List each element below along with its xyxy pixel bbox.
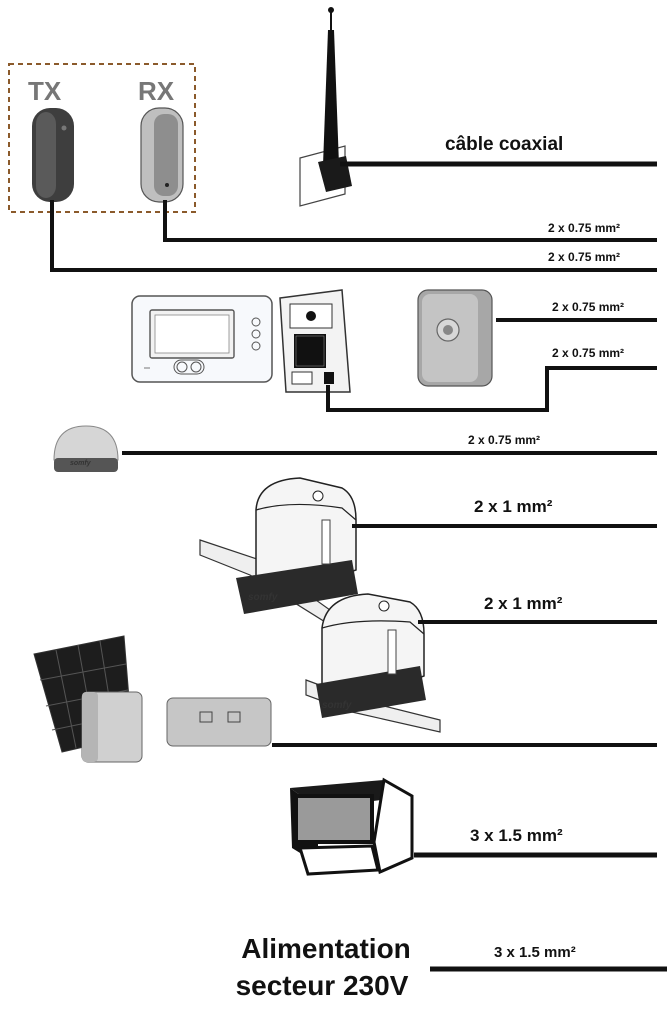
tx-label: TX bbox=[28, 76, 62, 106]
antenna bbox=[299, 7, 352, 207]
brand-logo-motor-2: somfy bbox=[322, 700, 352, 711]
motor-1-cable-label: 2 x 1 mm² bbox=[474, 497, 553, 516]
interphone-outdoor-station bbox=[279, 289, 351, 393]
brand-logo-motor-1: somfy bbox=[248, 592, 278, 603]
interphone-cable-label: 2 x 0.75 mm² bbox=[552, 346, 625, 360]
exterior-light bbox=[290, 777, 414, 876]
photocell-frame bbox=[8, 63, 196, 213]
rx-cable-label: 2 x 0.75 mm² bbox=[548, 221, 621, 235]
lamp-cable-label: 2 x 0.75 mm² bbox=[468, 433, 541, 447]
power-label-line-2: secteur 230V bbox=[235, 970, 409, 1001]
rx-label: RX bbox=[138, 76, 175, 106]
tx-cable-line bbox=[50, 200, 657, 272]
interphone-cable-line bbox=[326, 366, 657, 412]
power-cable-label: 3 x 1.5 mm² bbox=[494, 944, 576, 961]
camera-cable-label: 2 x 0.75 mm² bbox=[552, 300, 625, 314]
interphone-monitor bbox=[131, 295, 273, 383]
light-cable-label: 3 x 1.5 mm² bbox=[470, 826, 563, 845]
power-label-line-1: Alimentation bbox=[241, 933, 411, 964]
tx-photocell bbox=[32, 108, 74, 202]
flashing-lamp bbox=[53, 425, 119, 472]
rx-cable-line bbox=[163, 200, 657, 242]
brand-logo-lamp: somfy bbox=[70, 460, 91, 467]
tx-cable-label: 2 x 0.75 mm² bbox=[548, 250, 621, 264]
camera-device bbox=[417, 289, 493, 387]
solar-battery-box bbox=[81, 691, 143, 763]
motor-2-cable-label: 2 x 1 mm² bbox=[484, 594, 563, 613]
motor-2 bbox=[305, 593, 441, 733]
coax-label: câble coaxial bbox=[445, 134, 564, 155]
rx-photocell bbox=[140, 107, 184, 203]
motor-1 bbox=[199, 477, 358, 627]
battery-pack bbox=[166, 697, 272, 747]
